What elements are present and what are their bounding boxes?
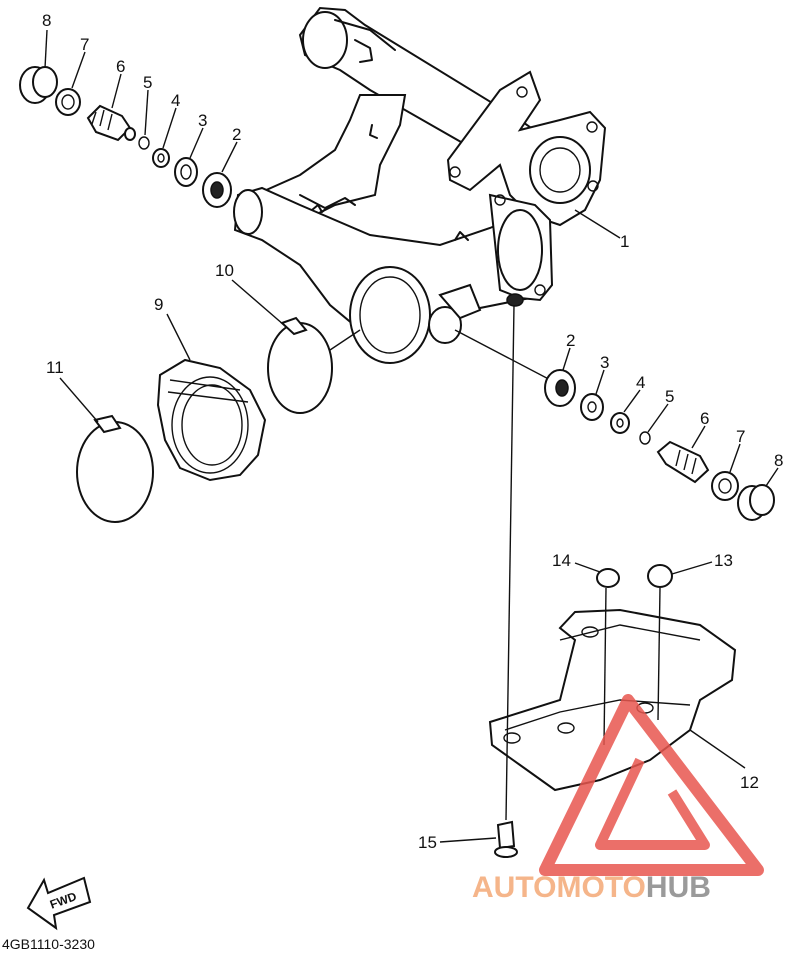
- callout-2: 2: [566, 331, 575, 350]
- callout-13: 13: [714, 551, 733, 570]
- callout-5: 5: [143, 73, 152, 92]
- callout-10: 10: [215, 261, 234, 280]
- callout-8: 8: [42, 11, 51, 30]
- part-code: 4GB1110-3230: [2, 936, 95, 951]
- callout-7: 7: [80, 35, 89, 54]
- watermark-prefix: AUTOMOTO: [472, 871, 646, 904]
- callout-12: 12: [740, 773, 759, 792]
- callout-7: 7: [736, 427, 745, 446]
- callout-15: 15: [418, 833, 437, 852]
- callout-8: 8: [774, 451, 783, 470]
- callout-4: 4: [171, 91, 180, 110]
- watermark-suffix: HUB: [646, 871, 711, 904]
- callout-3: 3: [600, 353, 609, 372]
- leader-lines: [44, 29, 779, 843]
- callout-4: 4: [636, 373, 645, 392]
- watermark: AUTOMOTOHUB: [472, 694, 764, 904]
- right-bearing-stack: [454, 329, 775, 521]
- watermark-triangle-icon: [539, 694, 764, 876]
- fwd-arrow: FWD: [26, 876, 92, 931]
- callout-11: 11: [46, 358, 64, 377]
- left-bearing-stack: [19, 66, 232, 208]
- callout-14: 14: [552, 551, 571, 570]
- callout-labels: 8 7 6 5 4 3 2 1 2 3 4 5 6 7 8 9 10 11 12…: [42, 11, 783, 852]
- callout-5: 5: [665, 387, 674, 406]
- callout-6: 6: [700, 409, 709, 428]
- watermark-text: AUTOMOTOHUB: [472, 871, 711, 904]
- boot-and-clamps: [76, 316, 361, 523]
- callout-1: 1: [620, 232, 629, 251]
- callout-6: 6: [116, 57, 125, 76]
- callout-2: 2: [232, 125, 241, 144]
- callout-3: 3: [198, 111, 207, 130]
- callout-9: 9: [154, 295, 163, 314]
- swingarm-drawing: [233, 6, 607, 364]
- skid-guard: [488, 304, 737, 858]
